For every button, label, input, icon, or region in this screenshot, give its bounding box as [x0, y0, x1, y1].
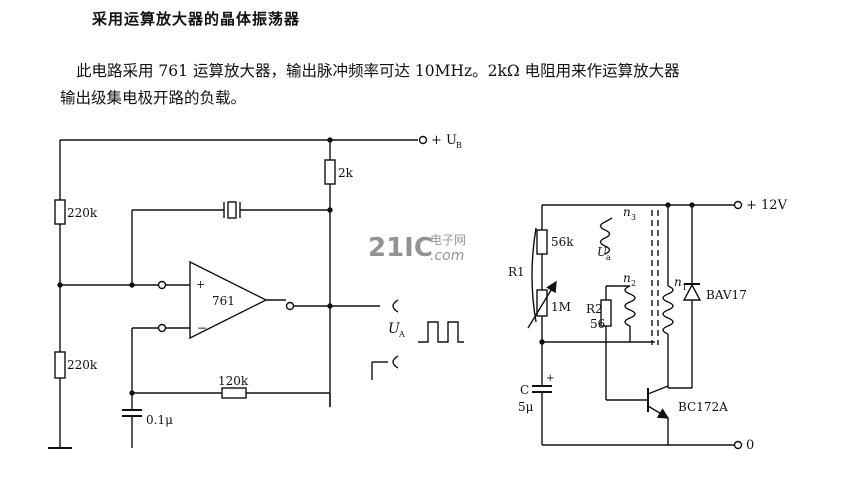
ground-terminal-0: [733, 440, 743, 450]
opamp-label: 761: [212, 294, 235, 308]
label-c-plus: +: [546, 373, 554, 384]
label-bav17: BAV17: [706, 288, 747, 302]
left-oscillator-circuit: [48, 135, 464, 449]
right-circuit-labels: + 12V 0 56k R1 1M R2 56 n 3 n 2 n 1 U a …: [508, 198, 788, 453]
watermark-logo: 21IC 电子网 .com: [368, 233, 466, 264]
label-bc172a: BC172A: [678, 400, 728, 414]
label-120k: 120k: [218, 374, 249, 388]
left-circuit-labels: + U B 2k 220k 220k 761 + − 120k 0.1μ U A: [67, 133, 462, 427]
label-1m: 1M: [551, 300, 571, 314]
resistor-220k-bottom: [54, 351, 66, 379]
resistor-56k: [536, 229, 548, 255]
watermark-cn: 电子网: [430, 233, 466, 247]
label-2k: 2k: [338, 166, 354, 180]
label-n3: n: [623, 205, 631, 219]
label-0-1u: 0.1μ: [146, 413, 173, 427]
label-ua-sub: a: [606, 253, 611, 262]
label-220k-top: 220k: [67, 206, 98, 220]
label-5u: 5μ: [518, 400, 534, 414]
page-title: 采用运算放大器的晶体振荡器: [92, 10, 301, 28]
label-n2-sub: 2: [631, 279, 636, 288]
label-c: C: [520, 383, 529, 397]
ground-label: 0: [746, 438, 754, 453]
paragraph-line-1: 此电路采用 761 运算放大器，输出脉冲频率可达 10MHz。2kΩ 电阻用来作…: [76, 62, 680, 80]
output-terminal: [392, 299, 399, 313]
output-sub: A: [398, 330, 405, 339]
crystal: [227, 201, 237, 219]
watermark-domain: .com: [430, 248, 464, 264]
label-r2-value: 56: [590, 317, 605, 331]
output-pulse-waveform: [418, 321, 464, 343]
label-ua: U: [597, 245, 608, 259]
label-n3-sub: 3: [631, 213, 636, 222]
supply-label: + U: [431, 133, 457, 148]
coil-n3: [599, 221, 611, 255]
plus-input-sign: +: [196, 278, 205, 291]
ground-terminal: [392, 355, 399, 369]
description-paragraph: 此电路采用 761 运算放大器，输出脉冲频率可达 10MHz。2kΩ 电阻用来作…: [60, 58, 850, 112]
label-r2: R2: [586, 302, 603, 316]
label-n2: n: [623, 271, 631, 285]
potentiometer-1m: [536, 289, 548, 317]
coil-n1: [662, 285, 674, 335]
paragraph-line-2: 输出级集电极开路的负载。: [60, 89, 247, 107]
label-n1-sub: 1: [682, 283, 687, 292]
resistor-120k: [221, 387, 247, 399]
label-56k: 56k: [551, 235, 574, 249]
label-n1: n: [674, 275, 682, 289]
label-220k-bottom: 220k: [67, 358, 98, 372]
right-oscillator-circuit: [527, 200, 743, 450]
label-r1: R1: [508, 265, 525, 279]
supply-terminal-12v: [733, 200, 743, 210]
output-label: U: [388, 321, 401, 337]
resistor-r2-56: [600, 299, 612, 327]
supply-terminal: [418, 135, 428, 145]
coil-n2: [624, 285, 636, 327]
minus-input-sign: −: [197, 321, 207, 335]
watermark-brand: 21IC: [368, 233, 433, 263]
supply-sub: B: [456, 141, 462, 150]
resistor-220k-top: [54, 199, 66, 225]
resistor-2k: [324, 159, 336, 185]
opamp-761: [189, 260, 268, 340]
supply-12v-label: + 12V: [746, 198, 788, 213]
